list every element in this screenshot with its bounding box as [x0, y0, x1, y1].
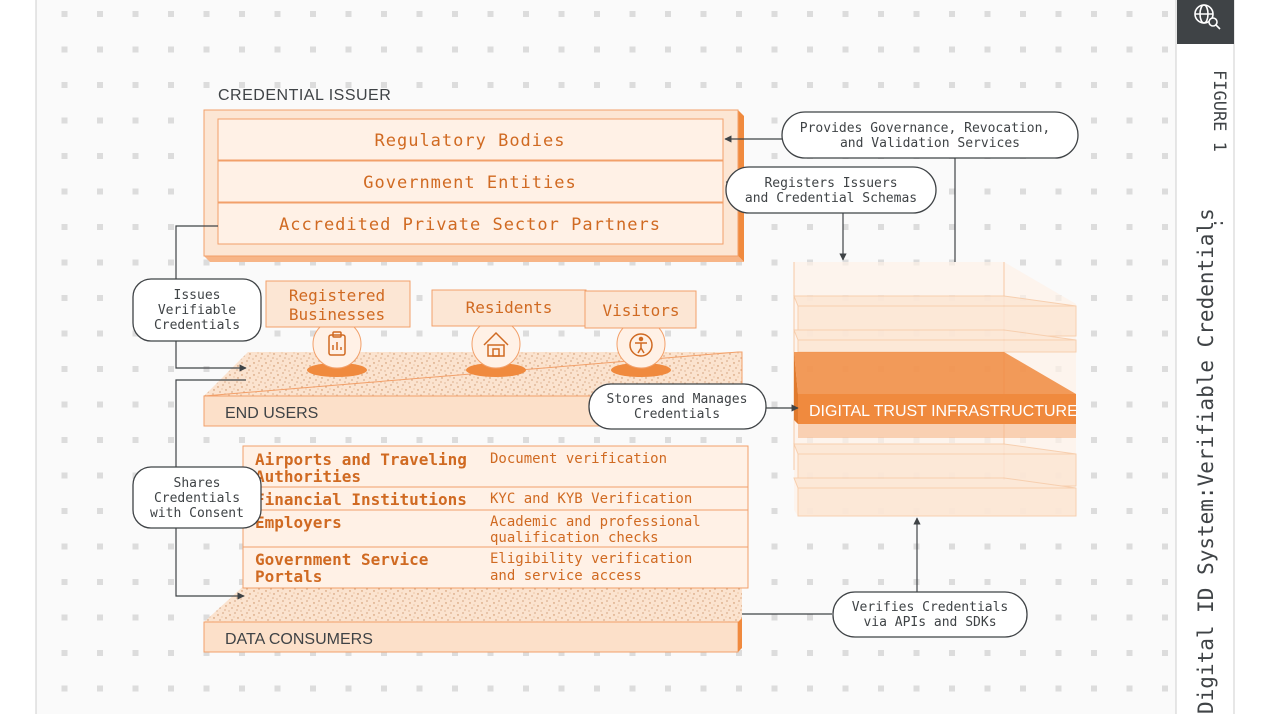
consumer-name: Employers	[255, 513, 342, 532]
callout-text: Shares	[174, 476, 221, 491]
consumer-table: Airports and Traveling Authorities Docum…	[242, 445, 749, 589]
callout-text: Stores and Manages	[607, 392, 748, 407]
consumer-description: KYC and KYB Verification	[490, 491, 692, 507]
consumer-description: and service access	[490, 568, 642, 584]
callout-text: Registers Issuers	[764, 176, 897, 191]
language-button[interactable]	[1177, 0, 1234, 44]
callout-text: Credentials	[154, 491, 240, 506]
end-user-label: Registered	[289, 286, 385, 305]
consumer-name: Airports and Traveling	[255, 450, 467, 469]
consumer-description: Document verification	[490, 451, 667, 467]
figure-label: FIGURE 1	[1209, 70, 1229, 152]
end-user-visitors: Visitors	[584, 290, 697, 377]
consumer-name: Authorities	[255, 467, 361, 486]
issuer-row-label: Regulatory Bodies	[375, 131, 566, 151]
end-user-label: Residents	[466, 298, 553, 317]
issuer-row-label: Government Entities	[363, 173, 576, 193]
consumer-description: Eligibility verification	[490, 551, 692, 567]
callout-verifies: Verifies Credentials via APIs and SDKs	[832, 591, 1028, 638]
callout-text: Verifies Credentials	[852, 600, 1009, 615]
issuer-block: Regulatory Bodies Government Entities Ac…	[203, 109, 744, 262]
callout-registers: Registers Issuers and Credential Schemas	[725, 166, 937, 214]
consumer-name: Financial Institutions	[255, 490, 467, 509]
trust-infrastructure-stack: DIGITAL TRUST INFRASTRUCTURE	[793, 262, 1078, 517]
issuer-row-government	[217, 160, 724, 203]
issuer-section-label: CREDENTIAL ISSUER	[218, 87, 391, 104]
right-rail	[1176, 0, 1236, 714]
callout-text: and Validation Services	[840, 136, 1020, 151]
callout-text: with Consent	[150, 506, 244, 521]
data-consumers-block: DATA CONSUMERS	[203, 582, 742, 653]
figure-title: Digital ID System:Verifiable Credentials	[1194, 208, 1218, 714]
end-users-section-label: END USERS	[225, 405, 318, 422]
trust-infrastructure-label: DIGITAL TRUST INFRASTRUCTURE	[809, 403, 1078, 420]
callout-text: Provides Governance, Revocation,	[800, 121, 1050, 136]
issuer-row-regulatory	[217, 118, 724, 161]
end-user-residents: Residents	[431, 289, 587, 377]
callout-stores: Stores and Manages Credentials	[588, 383, 767, 430]
trust-infrastructure-layer	[798, 394, 1076, 424]
globe-search-icon	[1194, 4, 1221, 30]
issuer-row-private	[217, 202, 724, 245]
consumer-description: Academic and professional	[490, 514, 701, 530]
consumer-row: Financial Institutions KYC and KYB Verif…	[255, 490, 692, 509]
consumer-row: Employers Academic and professional qual…	[255, 513, 701, 546]
consumer-row: Government Service Portals Eligibility v…	[255, 550, 692, 586]
consumer-name: Portals	[255, 567, 322, 586]
consumer-name: Government Service	[255, 550, 428, 569]
callout-text: via APIs and SDKs	[863, 615, 996, 630]
end-user-label: Businesses	[289, 305, 385, 324]
callout-text: and Credential Schemas	[745, 191, 917, 206]
callout-governance: Provides Governance, Revocation, and Val…	[781, 111, 1079, 159]
callout-text: Verifiable	[158, 303, 236, 318]
clipboard-icon	[328, 331, 346, 356]
callout-shares: Shares Credentials with Consent	[132, 466, 262, 529]
consumer-row: Airports and Traveling Authorities Docum…	[255, 450, 667, 486]
house-icon	[483, 331, 509, 357]
consumer-description: qualification checks	[490, 530, 659, 546]
end-user-registered-businesses: Registered Businesses	[265, 280, 411, 377]
callout-text: Credentials	[154, 318, 240, 333]
accessibility-icon	[629, 333, 653, 357]
issuer-row-label: Accredited Private Sector Partners	[279, 215, 661, 235]
end-user-label: Visitors	[602, 301, 679, 320]
consumers-section-label: DATA CONSUMERS	[225, 631, 373, 648]
callout-text: Credentials	[634, 407, 720, 422]
callout-text: Issues	[174, 288, 221, 303]
callout-issues: Issues Verifiable Credentials	[132, 278, 262, 342]
figure-separator: :	[1209, 218, 1229, 228]
